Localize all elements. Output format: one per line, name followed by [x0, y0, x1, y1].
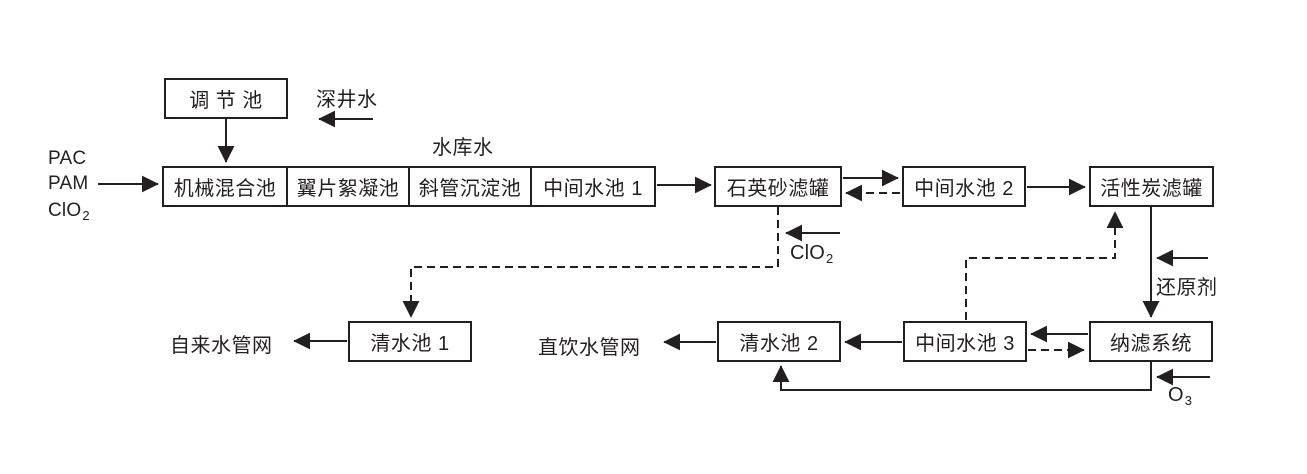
arrow-nanofiltration-to-clean2-loop	[772, 361, 1152, 391]
node-clean-water-tank-1-label: 清水池 1	[370, 333, 450, 355]
label-tap-water-network: 自来水管网	[170, 335, 273, 357]
node-pretreatment-chain: 机械混合池 翼片絮凝池 斜管沉淀池 中间水池 1	[162, 166, 656, 207]
node-mechanical-mixing-tank: 机械混合池	[164, 168, 286, 205]
node-clean-water-tank-1: 清水池 1	[348, 321, 472, 362]
node-clean-water-tank-2: 清水池 2	[717, 321, 841, 362]
label-reducing-agent: 还原剂	[1156, 277, 1218, 299]
arrow-intermediate3-to-carbon-backwash	[965, 211, 1124, 320]
label-ozone-sub: 3	[1184, 393, 1193, 408]
node-clean-water-tank-2-label: 清水池 2	[739, 333, 819, 355]
node-activated-carbon-filter: 活性炭滤罐	[1089, 166, 1214, 207]
label-clo2-mid-sub: 2	[826, 251, 834, 266]
node-intermediate-tank-3: 中间水池 3	[903, 321, 1027, 362]
arrow-quartz-to-clean1	[402, 207, 779, 318]
label-ozone: O3	[1168, 384, 1193, 408]
label-clo2-left-base: ClO	[48, 200, 82, 221]
node-regulating-tank-label: 调 节 池	[189, 90, 263, 112]
node-intermediate-tank-1: 中间水池 1	[530, 168, 654, 205]
label-reservoir-water: 水库水	[432, 137, 494, 159]
label-clo2-mid-base: ClO	[790, 242, 826, 264]
node-nanofiltration-system-label: 纳滤系统	[1110, 333, 1192, 355]
node-wing-flocculation-tank-label: 翼片絮凝池	[296, 178, 400, 200]
node-quartz-sand-filter: 石英砂滤罐	[714, 166, 842, 207]
node-intermediate-tank-2: 中间水池 2	[902, 166, 1026, 207]
node-activated-carbon-filter-label: 活性炭滤罐	[1100, 178, 1203, 200]
node-inclined-tube-sedimentation-tank: 斜管沉淀池	[408, 168, 530, 205]
label-deep-well-water: 深井水	[316, 89, 378, 111]
node-nanofiltration-system: 纳滤系统	[1089, 321, 1213, 362]
label-ozone-base: O	[1168, 384, 1184, 406]
node-quartz-sand-filter-label: 石英砂滤罐	[726, 178, 830, 200]
node-wing-flocculation-tank: 翼片絮凝池	[286, 168, 408, 205]
node-mechanical-mixing-tank-label: 机械混合池	[173, 178, 277, 200]
node-inclined-tube-sedimentation-tank-label: 斜管沉淀池	[418, 178, 522, 200]
node-intermediate-tank-2-label: 中间水池 2	[914, 178, 1014, 200]
label-clo2-left-sub: 2	[82, 208, 90, 223]
label-clo2-mid: ClO2	[790, 242, 834, 266]
node-intermediate-tank-3-label: 中间水池 3	[915, 333, 1015, 355]
label-direct-drinking-water-network: 直饮水管网	[538, 337, 641, 359]
node-regulating-tank: 调 节 池	[164, 78, 288, 119]
label-pac: PAC	[48, 148, 87, 169]
label-clo2-left: ClO2	[48, 200, 90, 223]
node-intermediate-tank-1-label: 中间水池 1	[543, 178, 643, 200]
label-pam: PAM	[48, 173, 89, 194]
